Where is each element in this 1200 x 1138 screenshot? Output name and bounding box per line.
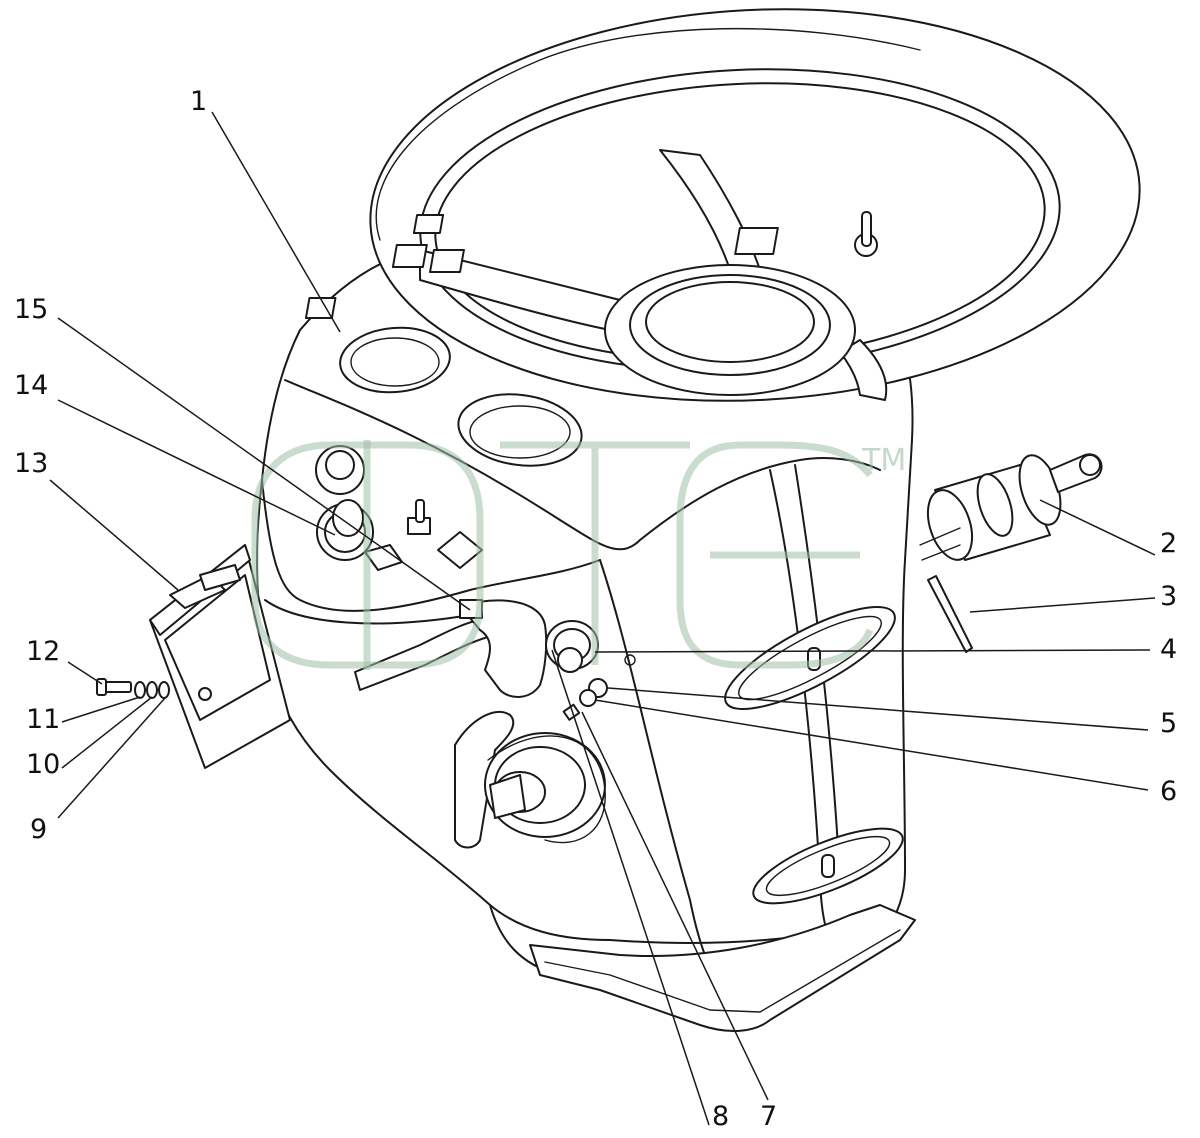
callout-9: 9 [30,814,47,845]
callout-4: 4 [1160,634,1177,665]
tilt-lever [454,710,606,849]
key-switch [919,453,1103,561]
steering-wheel [369,8,1141,402]
leader-lines [49,111,1156,1126]
washer-set [134,681,170,699]
callout-14: 14 [14,370,48,401]
callout-1: 1 [190,86,207,117]
callout-3: 3 [1160,581,1177,612]
ignition-switch [545,620,636,721]
watermark-trademark: TM [861,443,906,478]
gasket [927,575,973,653]
callout-10: 10 [26,749,60,780]
callout-15: 15 [14,294,48,325]
callout-8: 8 [712,1101,729,1132]
callout-5: 5 [1160,708,1177,739]
watermark: TM [251,440,906,670]
callout-12: 12 [26,636,60,667]
callout-13: 13 [14,448,48,479]
callout-2: 2 [1160,528,1177,559]
bolt [96,678,132,696]
callout-6: 6 [1160,776,1177,807]
callout-numbers: 1 2 3 4 5 6 7 8 9 10 11 12 13 14 15 [14,86,1177,1132]
panel-switches [304,211,878,571]
callout-7: 7 [760,1101,777,1132]
callout-11: 11 [26,704,60,735]
